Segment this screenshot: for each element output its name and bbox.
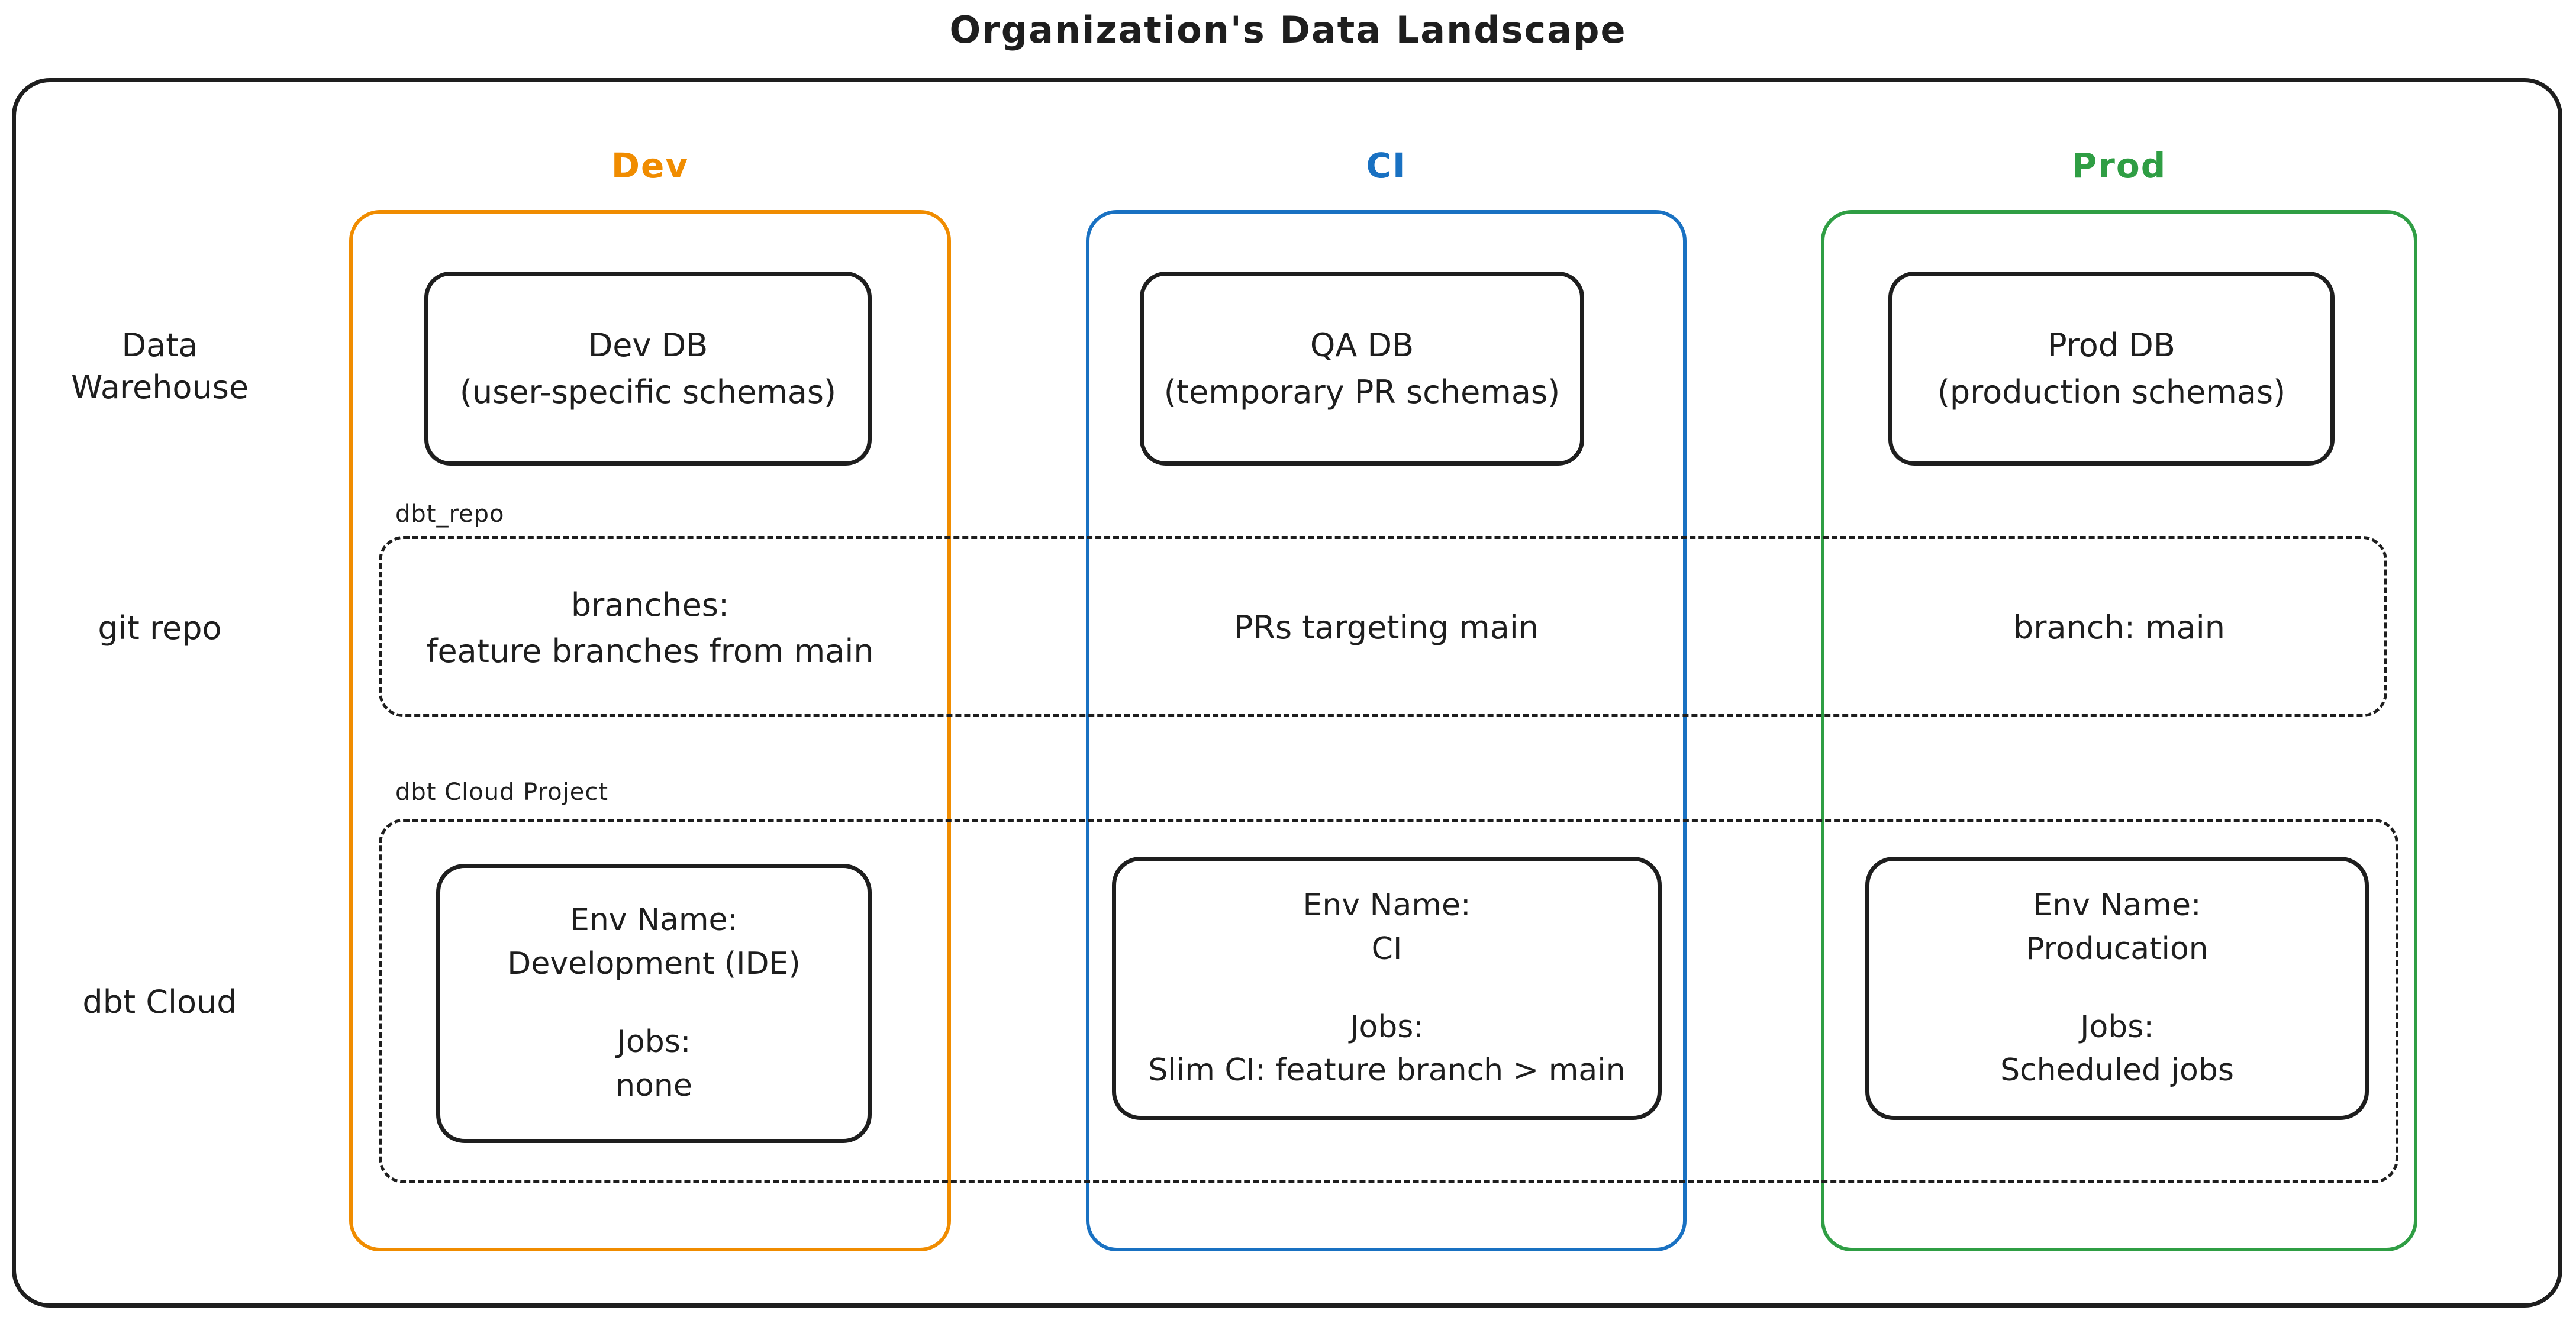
git-branches-dev: branches: feature branches from main bbox=[426, 586, 874, 670]
ci-env-label: Env Name: bbox=[1302, 887, 1471, 923]
dbt-cloud-project-dashed-box bbox=[379, 819, 2398, 1183]
ci-jobs-value: Slim CI: feature branch > main bbox=[1148, 1053, 1626, 1089]
dev-column-box bbox=[349, 210, 951, 1251]
dev-env-label: Env Name: bbox=[569, 902, 739, 938]
row-label-git-repo: git repo bbox=[98, 609, 222, 647]
diagram-title: Organization's Data Landscape bbox=[949, 8, 1627, 51]
prod-jobs-label: Jobs: bbox=[2080, 1009, 2154, 1045]
column-header-ci: CI bbox=[1366, 146, 1407, 186]
dev-jobs-value: none bbox=[615, 1067, 692, 1103]
row-label-data-warehouse: Data Warehouse bbox=[70, 327, 249, 406]
prod-env-value: Producation bbox=[2026, 931, 2209, 967]
dev-db-detail: (user-specific schemas) bbox=[459, 373, 837, 411]
ci-environment-box: Env Name: CI Jobs: Slim CI: feature bran… bbox=[1112, 857, 1662, 1120]
git-branches-prod: branch: main bbox=[2013, 609, 2225, 646]
prod-column-box bbox=[1821, 210, 2417, 1251]
git-repo-dashed-box bbox=[379, 536, 2387, 717]
dev-environment-box: Env Name: Development (IDE) Jobs: none bbox=[436, 864, 872, 1143]
column-header-prod: Prod bbox=[2071, 146, 2167, 186]
ci-column-box bbox=[1086, 210, 1687, 1251]
qa-db-box: QA DB (temporary PR schemas) bbox=[1140, 272, 1584, 466]
prod-env-label: Env Name: bbox=[2033, 887, 2201, 923]
dev-jobs-label: Jobs: bbox=[617, 1024, 691, 1060]
prod-db-box: Prod DB (production schemas) bbox=[1888, 272, 2335, 466]
prod-db-detail: (production schemas) bbox=[1937, 373, 2286, 411]
column-header-dev: Dev bbox=[611, 146, 689, 186]
prod-db-name: Prod DB bbox=[2048, 327, 2175, 364]
git-repo-tag: dbt_repo bbox=[395, 501, 505, 528]
ci-jobs-label: Jobs: bbox=[1350, 1009, 1424, 1045]
dev-db-name: Dev DB bbox=[588, 327, 708, 364]
row-label-dbt-cloud: dbt Cloud bbox=[82, 983, 237, 1021]
qa-db-detail: (temporary PR schemas) bbox=[1163, 373, 1561, 411]
dbt-cloud-project-tag: dbt Cloud Project bbox=[395, 779, 609, 806]
prod-environment-box: Env Name: Producation Jobs: Scheduled jo… bbox=[1865, 857, 2369, 1120]
git-branches-ci: PRs targeting main bbox=[1233, 609, 1539, 646]
dev-db-box: Dev DB (user-specific schemas) bbox=[424, 272, 872, 466]
dev-env-value: Development (IDE) bbox=[507, 946, 801, 982]
outer-frame bbox=[12, 78, 2562, 1308]
prod-jobs-value: Scheduled jobs bbox=[2000, 1053, 2234, 1089]
qa-db-name: QA DB bbox=[1310, 327, 1414, 364]
ci-env-value: CI bbox=[1371, 931, 1403, 967]
